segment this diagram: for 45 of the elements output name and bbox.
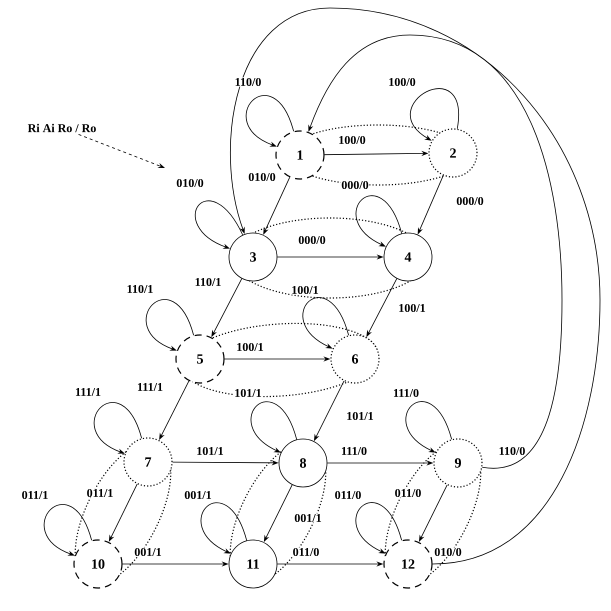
key-text: Ri Ai Ro / Ro bbox=[28, 124, 96, 132]
arrow bbox=[356, 195, 402, 247]
arrow bbox=[246, 95, 294, 147]
edge-label: 110/1 bbox=[194, 277, 222, 287]
arrow bbox=[230, 8, 600, 564]
arrow bbox=[44, 504, 92, 556]
edge-label: 111/1 bbox=[136, 382, 164, 392]
edge-label: 001/1 bbox=[134, 547, 162, 557]
edge-label: 100/0 bbox=[388, 77, 416, 87]
edge-label: 011/1 bbox=[21, 490, 49, 500]
edge-label: 110/1 bbox=[126, 284, 154, 294]
edge-label: 011/0 bbox=[394, 488, 422, 498]
edge-label: 001/1 bbox=[294, 513, 322, 523]
arrow bbox=[200, 502, 248, 554]
edge-label: 101/1 bbox=[196, 446, 224, 456]
edge-label: 110/0 bbox=[234, 77, 262, 87]
edge-label: 000/0 bbox=[456, 196, 484, 206]
arrow bbox=[405, 401, 452, 453]
arrow bbox=[146, 299, 194, 351]
edge-label: 100/0 bbox=[338, 135, 366, 145]
edge-label: 110/0 bbox=[498, 446, 526, 456]
edge-label: 010/0 bbox=[248, 172, 276, 182]
edge-label: 000/0 bbox=[340, 180, 370, 190]
edge-label: 010/0 bbox=[176, 178, 204, 188]
arrow bbox=[194, 200, 244, 249]
arrow bbox=[94, 402, 142, 454]
arrow bbox=[410, 88, 459, 141]
edge-label: 001/1 bbox=[184, 490, 212, 500]
edge-label: 011/0 bbox=[334, 490, 362, 500]
edge-label: 101/1 bbox=[234, 388, 262, 398]
edge-label: 111/1 bbox=[74, 387, 102, 397]
edge-label: 111/0 bbox=[392, 388, 420, 398]
edge-label: 101/1 bbox=[346, 411, 374, 421]
arrow bbox=[308, 34, 562, 468]
edge-label: 100/1 bbox=[398, 303, 426, 313]
edge-label: 010/0 bbox=[434, 547, 462, 557]
arrow bbox=[302, 297, 350, 349]
edge-label: 000/0 bbox=[298, 235, 326, 245]
arrow bbox=[250, 401, 298, 453]
edge-label: 011/1 bbox=[86, 488, 114, 498]
edge-label: 011/0 bbox=[292, 547, 320, 557]
arrow bbox=[355, 502, 402, 554]
edge-label: 100/1 bbox=[290, 285, 320, 295]
edge-label: 100/1 bbox=[236, 342, 264, 352]
edge-label: 111/0 bbox=[340, 446, 368, 456]
